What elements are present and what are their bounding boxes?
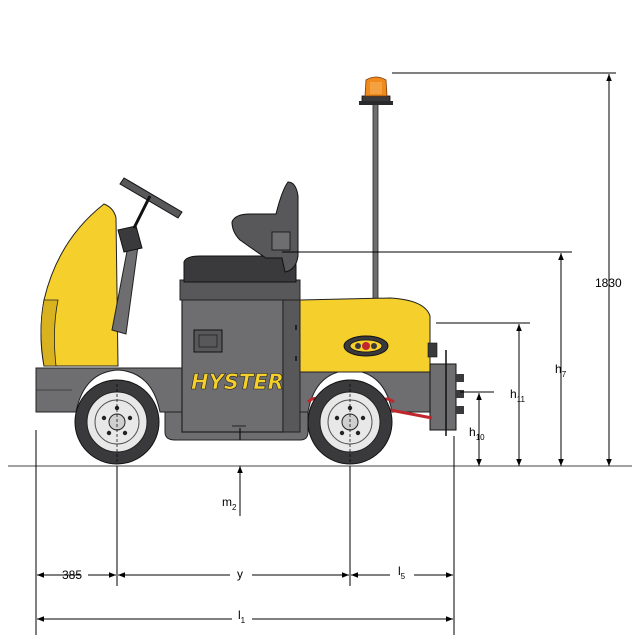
label-m2: m2 — [222, 495, 237, 512]
rear-marker-icon — [427, 342, 438, 358]
tow-coupling — [389, 350, 464, 436]
label-l1: l1 — [238, 608, 246, 625]
label-front-overhang: 385 — [62, 568, 82, 582]
brand-logo: HYSTER — [191, 370, 284, 394]
dimension-lines — [35, 72, 616, 635]
label-h11: h11 — [510, 387, 526, 404]
label-h10: h10 — [469, 425, 485, 442]
rear-hood — [299, 297, 431, 373]
panel-latch-icon — [193, 329, 223, 353]
beacon-pole — [372, 99, 379, 306]
seat-cushion — [183, 255, 297, 283]
label-l5: l5 — [398, 564, 406, 581]
steering-wheel-icon — [119, 177, 183, 229]
battery-cover — [181, 287, 284, 433]
label-h7: h7 — [555, 362, 567, 379]
label-overall-height: 1830 — [595, 276, 622, 290]
label-wheelbase: y — [237, 567, 243, 581]
rear-light-icon — [343, 335, 389, 357]
beacon-light-icon — [359, 76, 393, 105]
tow-tractor: HYSTER — [35, 76, 464, 465]
